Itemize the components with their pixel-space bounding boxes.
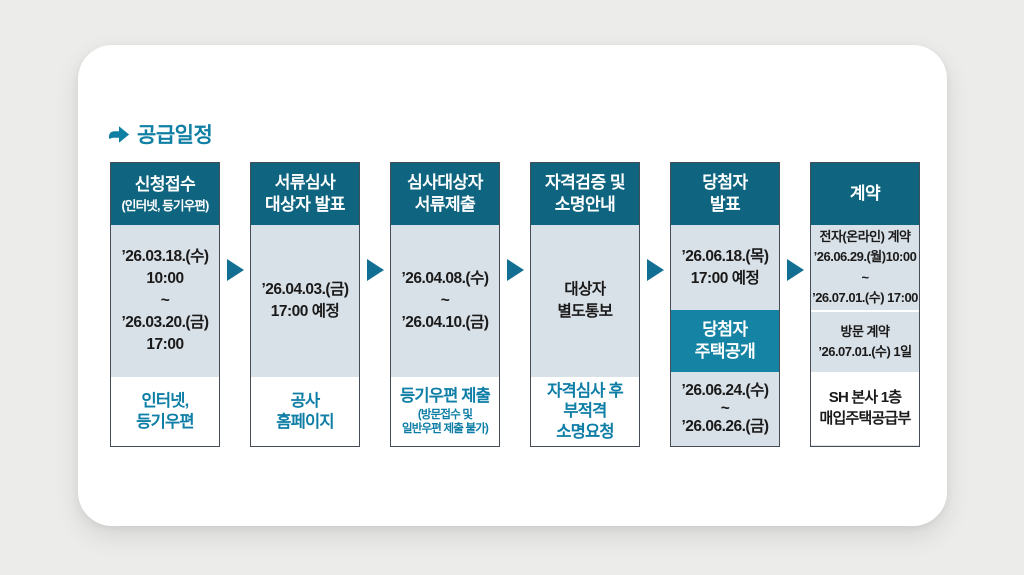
step-dates: ’26.04.08.(수) ~ ’26.04.10.(금): [401, 270, 489, 331]
step-visit-contract: 방문 계약 ’26.07.01.(수) 1일: [811, 310, 919, 372]
step-dates-secondary: ’26.06.24.(수) ~ ’26.06.26.(금): [681, 381, 769, 436]
step-header-title: 신청접수: [134, 175, 196, 195]
flow-gap: [220, 162, 250, 447]
flow-gap: [360, 162, 390, 447]
schedule-card: 공급일정 신청접수 (인터넷, 등기우편) ’26.03.18.(수) 10:0…: [78, 45, 947, 526]
flow-arrow-icon: [507, 259, 524, 281]
flow-arrow-icon: [647, 259, 664, 281]
step-header: 심사대상자 서류제출: [391, 163, 499, 225]
step-method-main: 등기우편 제출: [399, 387, 491, 406]
step-subheader: 당첨자 주택공개: [671, 310, 779, 372]
step-location: SH 본사 1층 매입주택공급부: [811, 372, 919, 445]
step-dates: ’26.06.18.(목) 17:00 예정: [681, 247, 769, 287]
schedule-flow: 신청접수 (인터넷, 등기우편) ’26.03.18.(수) 10:00 ~ ’…: [110, 162, 947, 447]
step-header: 자격검증 및 소명안내: [531, 163, 639, 225]
step-notice: 대상자 별도통보: [557, 281, 613, 320]
step-method: 등기우편 제출 (방문접수 및 일반우편 제출 불가): [391, 377, 499, 446]
flow-arrow-icon: [787, 259, 804, 281]
step-column-contract: 계약 전자(온라인) 계약 ’26.06.29.(월)10:00 ~ ’26.0…: [810, 162, 920, 447]
step-header: 계약: [811, 163, 919, 225]
step-method: 자격심사 후 부적격 소명요청: [531, 377, 639, 446]
step-header: 신청접수 (인터넷, 등기우편): [111, 163, 219, 225]
page-title: 공급일정: [137, 124, 213, 147]
flow-gap: [780, 162, 810, 447]
flow-gap: [640, 162, 670, 447]
step-column-document-submission: 심사대상자 서류제출 ’26.04.08.(수) ~ ’26.04.10.(금)…: [390, 162, 500, 447]
step-method: 인터넷, 등기우편: [111, 377, 219, 446]
step-method-note: (방문접수 및 일반우편 제출 불가): [401, 408, 489, 436]
step-column-qualification-verification: 자격검증 및 소명안내 대상자 별도통보 자격심사 후 부적격 소명요청: [530, 162, 640, 447]
step-header: 서류심사 대상자 발표: [251, 163, 359, 225]
title-row: 공급일정: [108, 119, 947, 149]
title-arrow-icon: [108, 125, 130, 143]
step-method: 공사 홈페이지: [251, 377, 359, 446]
step-header-subtitle: (인터넷, 등기우편): [121, 198, 210, 213]
flow-gap: [500, 162, 530, 447]
step-header: 당첨자 발표: [671, 163, 779, 225]
step-dates: ’26.03.18.(수) 10:00 ~ ’26.03.20.(금) 17:0…: [121, 248, 209, 353]
step-dates: ’26.04.03.(금) 17:00 예정: [261, 281, 349, 320]
flow-arrow-icon: [227, 259, 244, 281]
flow-arrow-icon: [367, 259, 384, 281]
step-column-screening-announcement: 서류심사 대상자 발표 ’26.04.03.(금) 17:00 예정 공사 홈페…: [250, 162, 360, 447]
step-online-contract: 전자(온라인) 계약 ’26.06.29.(월)10:00 ~ ’26.07.0…: [812, 229, 918, 305]
step-column-winner-announcement: 당첨자 발표 ’26.06.18.(목) 17:00 예정 당첨자 주택공개 ’…: [670, 162, 780, 447]
step-column-application: 신청접수 (인터넷, 등기우편) ’26.03.18.(수) 10:00 ~ ’…: [110, 162, 220, 447]
